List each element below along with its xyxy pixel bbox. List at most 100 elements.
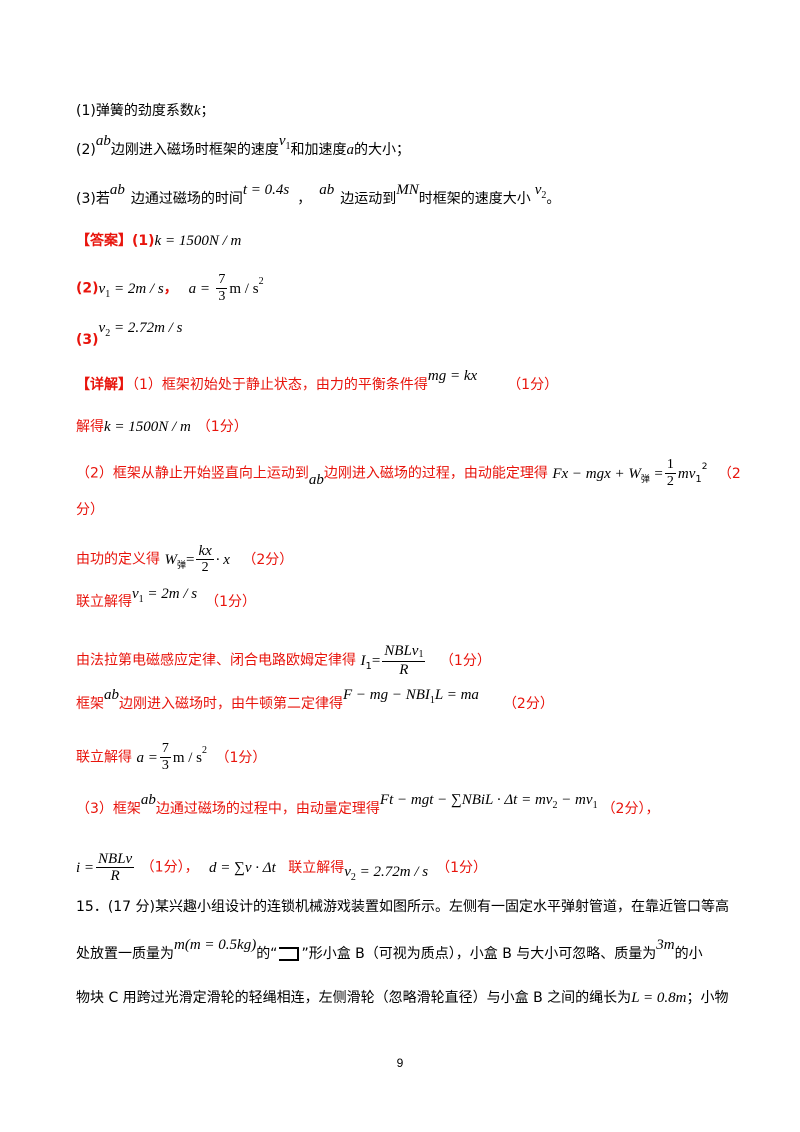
- q3-prefix: (3)若: [76, 191, 110, 207]
- explain-1-eq: mg = kx: [427, 368, 478, 384]
- explain-9: （3）框架ab边通过磁场的过程中，由动量定理得Ft − mgt − ∑NBiL …: [76, 792, 660, 821]
- q3-t: t = 0.4s: [242, 182, 290, 198]
- explain-5: 联立解得v1 = 2m / s （1分）: [76, 586, 257, 614]
- page-number: 9: [396, 1056, 404, 1070]
- q3-mn: MN: [396, 182, 419, 198]
- q15-mass: m(m = 0.5kg): [174, 937, 257, 953]
- q1-end: ；: [200, 103, 215, 119]
- question-2: (2)ab边刚进入磁场时框架的速度v1和加速度a的大小；: [76, 133, 411, 162]
- explain-9-ab: ab: [140, 792, 156, 808]
- score-4: （1分）: [205, 594, 257, 610]
- score-8: （2分）: [601, 801, 646, 817]
- q2-text-c: 和加速度: [290, 142, 347, 158]
- q2-ab: ab: [95, 133, 111, 149]
- explain-10-text: 联立解得: [288, 859, 345, 876]
- explain-9-text-b: 边通过磁场的过程中，由动量定理得: [155, 801, 380, 817]
- q15-text-b: 处放置一质量为: [76, 946, 174, 962]
- score-7: （1分）: [215, 749, 267, 766]
- q3-text-e: 时框架的速度大小: [418, 191, 531, 207]
- q15-text-e: 的小: [674, 946, 703, 962]
- explain-3-ab: ab: [308, 471, 324, 488]
- explain-1: 【详解】（1）框架初始处于静止状态，由力的平衡条件得mg = kx （1分）: [76, 368, 559, 395]
- ans2-sep: ，: [163, 280, 178, 297]
- explain-7-eq: F − mg − NBI1L = ma: [343, 687, 479, 706]
- box-shape-icon: [279, 947, 300, 961]
- q15-text-c: 的“: [256, 946, 278, 962]
- explain-6-text: 由法拉第电磁感应定律、闭合电路欧姆定律得: [76, 652, 356, 669]
- q2-text-d: 的大小；: [354, 142, 411, 158]
- explain-3-cont: 分）: [76, 500, 104, 520]
- explain-2: 解得k = 1500N / m（1分）: [76, 417, 248, 437]
- explain-3-score: （2: [717, 465, 741, 482]
- answer-3: (3)v2 = 2.72m / s: [76, 318, 183, 348]
- q2-v1: v1: [278, 133, 291, 152]
- explain-3-text-a: （2）框架从静止开始竖直向上运动到: [76, 465, 309, 482]
- score-6: （2分）: [502, 696, 554, 712]
- q3-end: 。: [546, 191, 561, 207]
- ans1-value: k = 1500N / m: [154, 233, 242, 249]
- explain-10-eq: v2 = 2.72m / s: [344, 863, 429, 883]
- score-1: （1分）: [507, 377, 559, 393]
- q2-prefix: (2): [76, 142, 96, 158]
- q3-text-b: 边通过磁场的时间: [130, 191, 243, 207]
- ans2-v1: v1 = 2m / s: [98, 280, 164, 300]
- ans1-prefix: (1): [132, 233, 155, 249]
- explain-2-text: 解得: [76, 419, 104, 435]
- q3-v2: v2: [534, 182, 547, 201]
- question-15-line-3: 物块 C 用跨过光滑定滑轮的轻绳相连，左侧滑轮（忽略滑轮直径）与小盒 B 之间的…: [76, 988, 728, 1008]
- q15-text-f: 物块 C 用跨过光滑定滑轮的轻绳相连，左侧滑轮（忽略滑轮直径）与小盒 B 之间的…: [76, 990, 632, 1006]
- q1-var: k: [193, 103, 201, 119]
- question-1: (1)弹簧的劲度系数k；: [76, 101, 215, 121]
- q2-text-b: 边刚进入磁场时框架的速度: [110, 142, 279, 158]
- question-3: (3)若ab边通过磁场的时间t = 0.4s，ab边运动到MN时框架的速度大小v…: [76, 182, 561, 211]
- ans2-prefix: (2): [76, 280, 99, 297]
- answer-label: 【答案】: [76, 233, 132, 249]
- explain-5-eq: v1 = 2m / s: [132, 586, 198, 605]
- score-5: （1分）: [439, 652, 491, 669]
- q3-ab: ab: [109, 182, 125, 198]
- explain-5-text: 联立解得: [76, 594, 132, 610]
- explain-9-end: ，: [645, 801, 660, 817]
- explain-8-text: 联立解得: [76, 749, 132, 766]
- explain-7-text-a: 框架: [76, 696, 104, 712]
- q3-text-d: 边运动到: [340, 191, 397, 207]
- explain-7-ab: ab: [104, 687, 119, 703]
- explain-3: （2）框架从静止开始竖直向上运动到ab边刚进入磁场的过程，由动能定理得 Fx −…: [76, 457, 741, 490]
- ans3-v2: v2 = 2.72m / s: [98, 320, 183, 339]
- explain-3-score-b: 分）: [76, 502, 104, 518]
- explain-2-eq: k = 1500N / m: [104, 419, 191, 435]
- explain-4-text: 由功的定义得: [76, 551, 160, 568]
- explain-7-text-b: 边刚进入磁场时，由牛顿第二定律得: [119, 696, 343, 712]
- q2-a: a: [346, 142, 355, 158]
- explain-10-d: d = ∑v · Δt: [209, 859, 276, 876]
- explain-3-text-b: 边刚进入磁场的过程，由动能定理得: [323, 465, 548, 482]
- explain-10-sep: ，: [184, 859, 199, 876]
- q15-text-g: ；小物: [686, 990, 729, 1006]
- q1-text: (1)弹簧的劲度系数: [76, 103, 194, 119]
- question-15-line-2: 处放置一质量为m(m = 0.5kg)的“”形小盒 B（可视为质点），小盒 B …: [76, 937, 703, 964]
- q15-3m: 3m: [656, 937, 675, 953]
- question-15-line-1: 15．(17 分)某兴趣小组设计的连锁机械游戏装置如图所示。左侧有一固定水平弹射…: [76, 897, 729, 917]
- q15-length: L = 0.8m: [631, 990, 687, 1006]
- answer-1: 【答案】(1)k = 1500N / m: [76, 231, 241, 251]
- explain-1-text: （1）框架初始处于静止状态，由力的平衡条件得: [132, 377, 428, 393]
- explain-label: 【详解】: [76, 377, 132, 393]
- score-9: （1分）: [140, 859, 185, 876]
- explain-9-eq: Ft − mgt − ∑NBiL · Δt = mv2 − mv1: [379, 792, 598, 811]
- q15-text-a: 15．(17 分)某兴趣小组设计的连锁机械游戏装置如图所示。左侧有一固定水平弹射…: [76, 899, 730, 915]
- explain-7: 框架ab边刚进入磁场时，由牛顿第二定律得F − mg − NBI1L = ma （…: [76, 687, 554, 716]
- q3-ab2: ab: [319, 182, 335, 198]
- explain-9-text-a: （3）框架: [76, 801, 141, 817]
- ans3-prefix: (3): [76, 332, 99, 348]
